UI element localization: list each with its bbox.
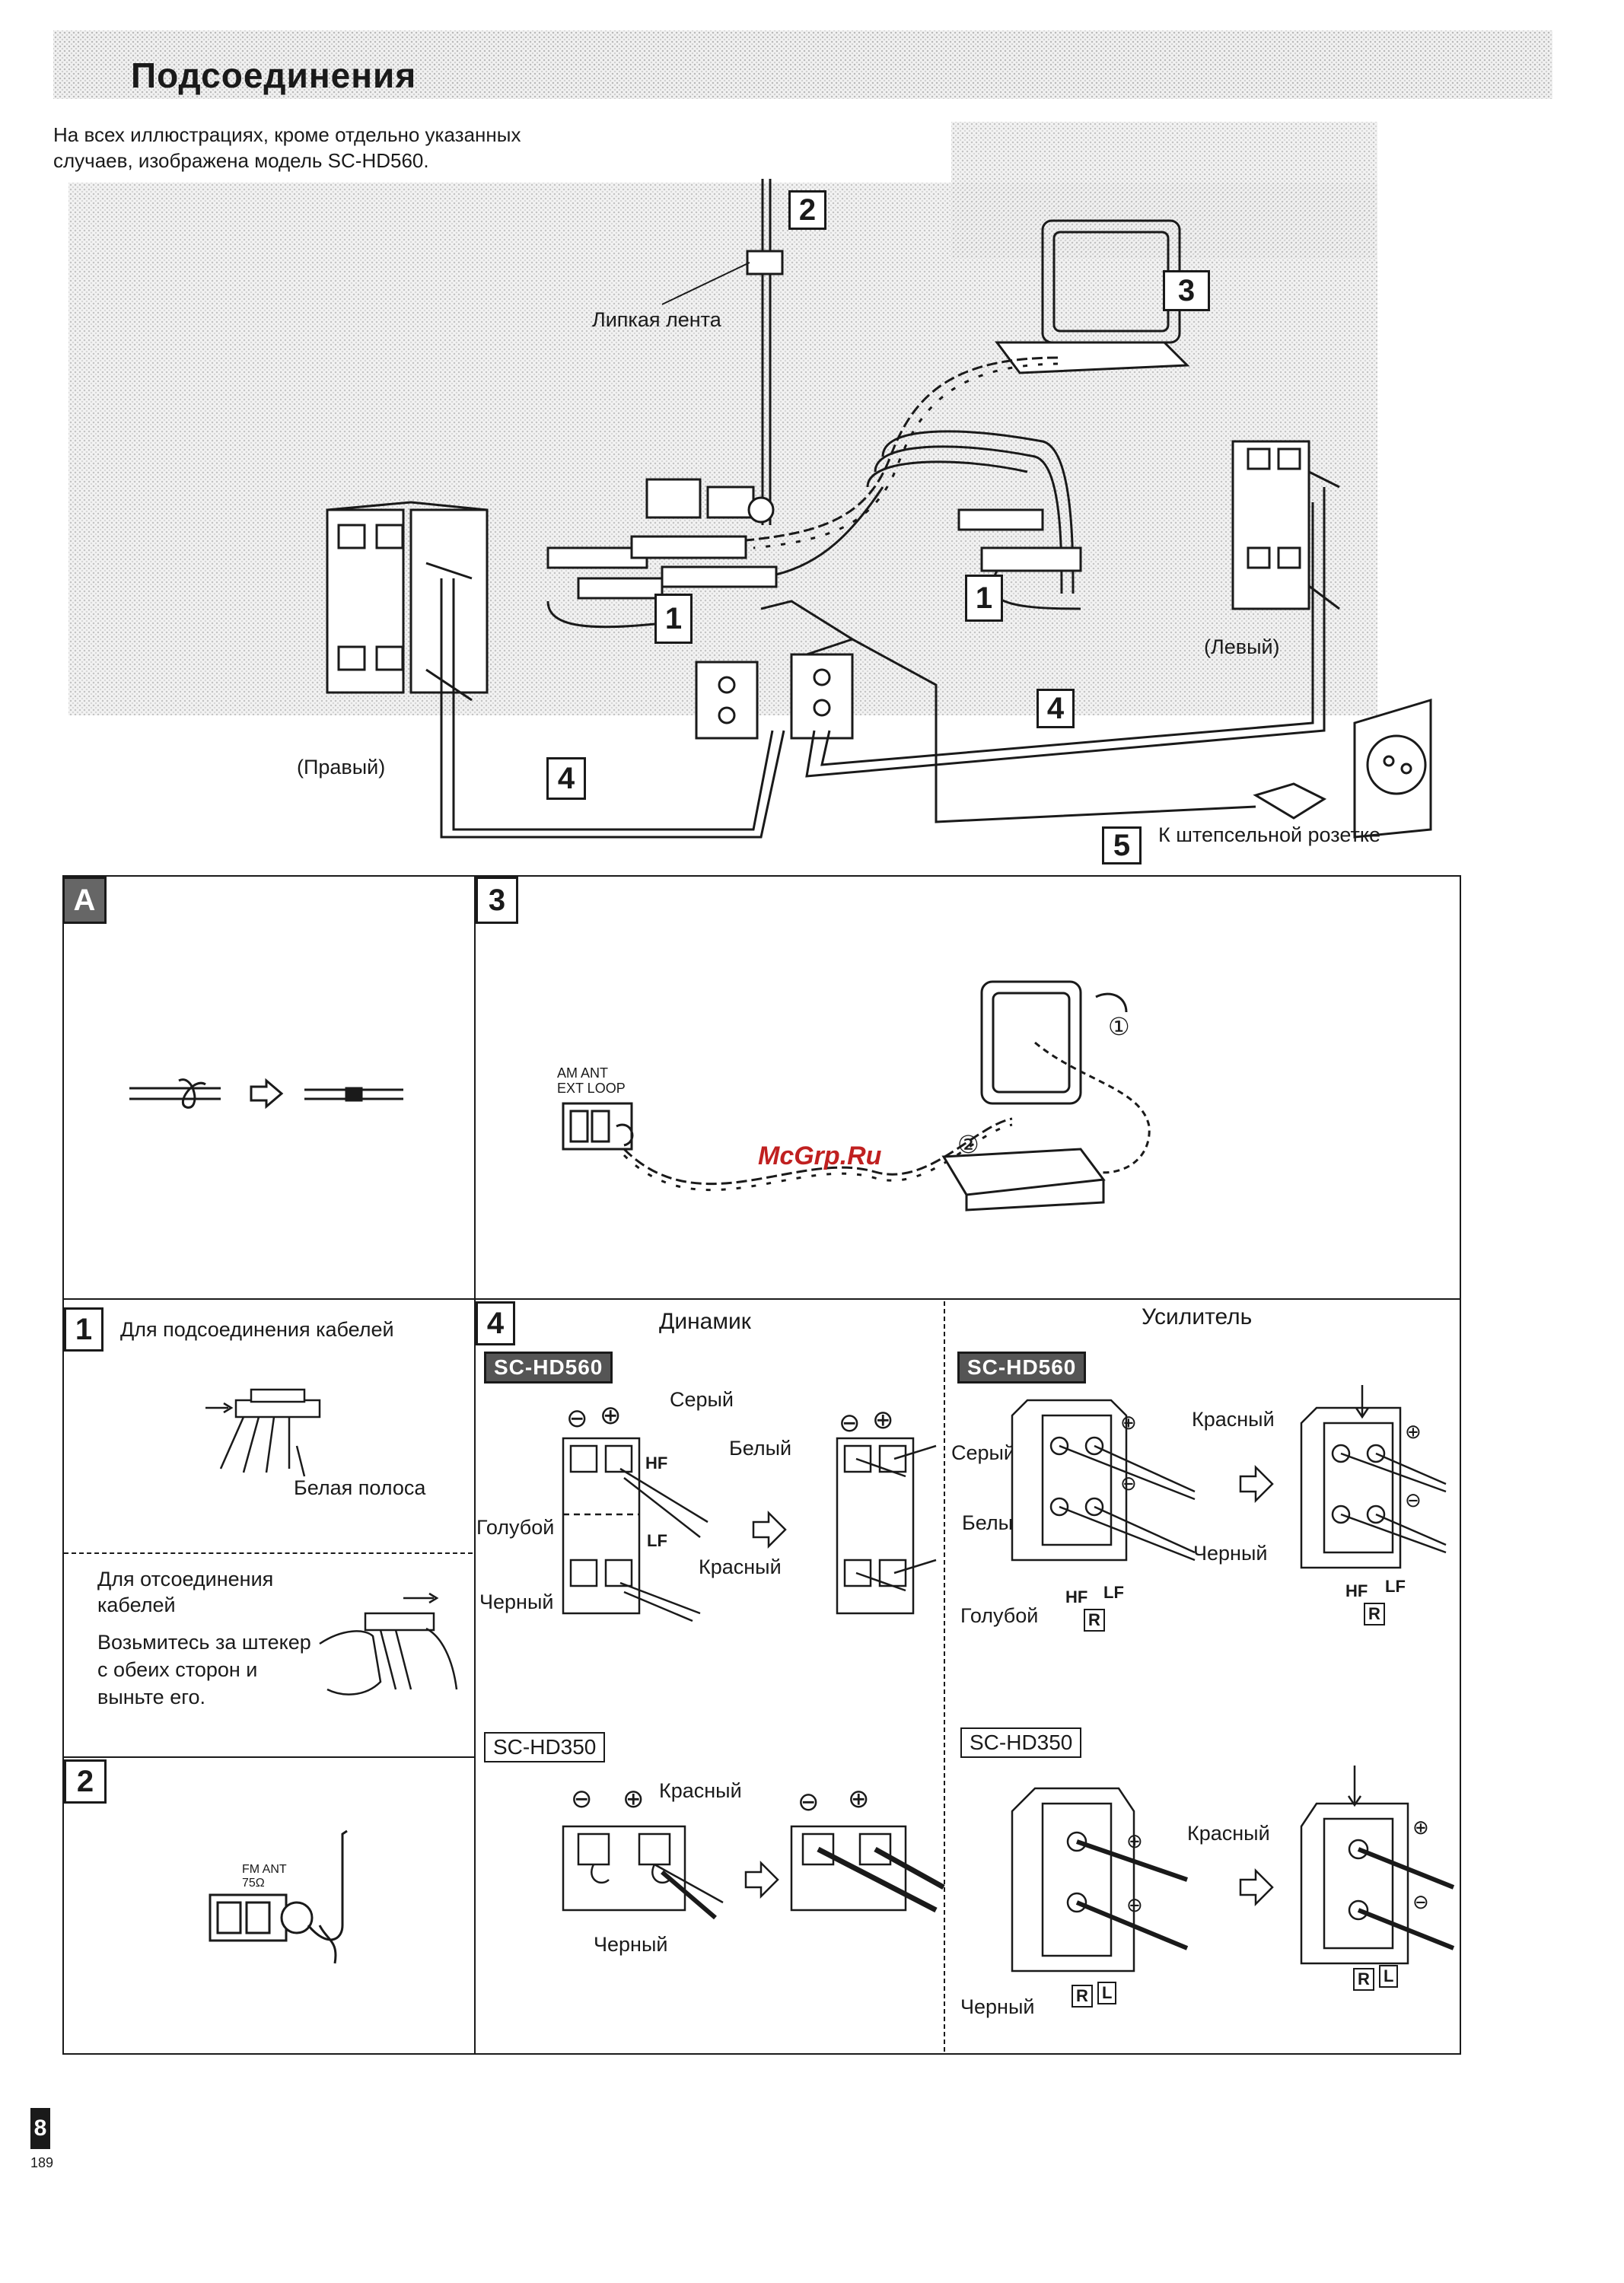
amp560-r: R: [1084, 1609, 1105, 1632]
spk560-lf: LF: [647, 1531, 667, 1550]
amp-model-560: SC-HD560: [957, 1352, 1087, 1383]
grid-bottom: [62, 2053, 1461, 2055]
spk560-blue: Голубой: [476, 1516, 555, 1539]
speaker-heading: Динамик: [659, 1309, 751, 1334]
callout-1b: 1: [965, 575, 1003, 622]
svg-text:⊖: ⊖: [1120, 1473, 1137, 1495]
panel-a-marker: A: [62, 877, 107, 924]
disconnect-title: Для отсоединения кабелей: [97, 1568, 274, 1616]
panel-a-twist-drawing: [129, 1078, 403, 1110]
page-marker: 8: [30, 2108, 50, 2149]
connect-title: Для подсоединения кабелей: [120, 1318, 394, 1341]
am-step-2: ②: [957, 1131, 979, 1158]
am-step-1: ①: [1108, 1013, 1130, 1040]
spk560-after-minus: ⊖: [839, 1409, 861, 1438]
antenna-area-background: [951, 122, 1377, 259]
amp350-after-r: R: [1353, 1968, 1374, 1991]
svg-text:⊕: ⊕: [1120, 1412, 1137, 1434]
amp-350-drawing: ⊕ ⊖ ⊕ ⊖: [1011, 1766, 1455, 1973]
svg-text:⊕: ⊕: [1412, 1817, 1429, 1839]
amp560-after-r: R: [1364, 1603, 1385, 1625]
amp560-after-hf: HF: [1345, 1581, 1368, 1600]
spk350-after-plus: ⊕: [848, 1785, 870, 1813]
spk350-minus: ⊖: [571, 1785, 593, 1813]
spk560-after-plus: ⊕: [872, 1406, 894, 1434]
amp350-red: Красный: [1187, 1822, 1270, 1845]
amp-model-350: SC-HD350: [960, 1727, 1082, 1758]
spk560-black: Черный: [479, 1590, 554, 1613]
page-number: 189: [30, 2155, 54, 2170]
page-marker-text: 8: [33, 2116, 47, 2141]
am-ant-label: AM ANT EXT LOOP: [557, 1065, 626, 1096]
svg-text:⊕: ⊕: [1126, 1830, 1143, 1853]
spk350-black: Черный: [594, 1933, 668, 1956]
header-band: [53, 30, 1552, 99]
panel-2-marker: 2: [64, 1759, 107, 1804]
grid-row2: [62, 1298, 1461, 1300]
panel-1-marker: 1: [64, 1307, 103, 1352]
disconnect-text: Возьмитесь за штекер с обеих сторон и вы…: [97, 1631, 311, 1708]
page-title: Подсоединения: [131, 56, 417, 95]
panel-3-am-loop-drawing: [562, 980, 1151, 1212]
panel-3-marker: 3: [476, 877, 518, 924]
label-tape: Липкая лента: [592, 308, 721, 331]
callout-1a: 1: [654, 594, 693, 644]
amp560-black: Черный: [1193, 1542, 1268, 1565]
svg-text:⊕: ⊕: [1405, 1421, 1422, 1444]
spk560-gray: Серый: [670, 1388, 734, 1411]
white-stripe-label: Белая полоса: [294, 1476, 426, 1499]
watermark: McGrp.Ru: [758, 1142, 882, 1170]
svg-text:⊖: ⊖: [1405, 1489, 1422, 1512]
main-diagram-drawing: [326, 179, 1432, 839]
panel1-divider: [64, 1552, 473, 1554]
amp560-after-lf: LF: [1385, 1577, 1406, 1596]
speaker-model-560: SC-HD560: [484, 1352, 613, 1383]
fm-ant-label: FM ANT 75Ω: [242, 1863, 287, 1890]
spk560-minus: ⊖: [566, 1404, 588, 1433]
amp560-red: Красный: [1192, 1408, 1275, 1431]
amp560-hf: HF: [1065, 1587, 1088, 1606]
amp-heading: Усилитель: [1142, 1304, 1253, 1329]
svg-text:⊖: ⊖: [1412, 1891, 1429, 1914]
spk560-red: Красный: [699, 1555, 782, 1578]
label-left-speaker: (Левый): [1204, 635, 1280, 658]
label-right-speaker: (Правый): [297, 756, 386, 779]
page-subtitle: На всех иллюстрациях, кроме отдельно ука…: [53, 123, 521, 172]
spk560-white: Белый: [729, 1437, 792, 1460]
grid-panel1-panel2: [62, 1756, 474, 1758]
grid-col-mid: [474, 875, 476, 2055]
main-diagram-background: [68, 183, 1377, 715]
amp350-black: Черный: [960, 1995, 1035, 2018]
svg-text:⊖: ⊖: [1126, 1894, 1143, 1917]
spk560-plus: ⊕: [600, 1401, 622, 1430]
callout-4-right: 4: [546, 757, 586, 800]
grid-top: [62, 875, 1461, 877]
speaker-560-drawing: [562, 1437, 937, 1622]
callout-3: 3: [1163, 270, 1210, 311]
panel-1-disconnect-drawing: [319, 1592, 458, 1696]
callout-4-left: 4: [1036, 689, 1075, 728]
amp560-lf: LF: [1103, 1583, 1124, 1602]
panel-2-fm-drawing: [209, 1829, 348, 1964]
label-outlet: К штепсельной розетке: [1158, 823, 1380, 846]
amp-560-drawing: ⊕ ⊖ ⊕ ⊖: [1011, 1385, 1447, 1569]
speaker-model-350: SC-HD350: [484, 1732, 606, 1762]
grid-left: [62, 875, 64, 2055]
speaker-350-drawing: [562, 1825, 945, 1920]
grid-right: [1460, 875, 1461, 2055]
spk560-hf: HF: [645, 1454, 668, 1473]
panel4-divider: [944, 1301, 945, 2052]
panel-4-marker: 4: [476, 1301, 515, 1345]
callout-2: 2: [788, 190, 826, 230]
amp560-gray: Серый: [951, 1441, 1016, 1464]
spk350-plus: ⊕: [623, 1785, 645, 1813]
spk350-after-minus: ⊖: [798, 1788, 820, 1817]
amp350-l: L: [1097, 1982, 1117, 2004]
panel-1-connect-drawing: [205, 1388, 321, 1477]
amp560-blue: Голубой: [960, 1604, 1039, 1627]
spk350-red: Красный: [659, 1779, 742, 1802]
amp350-after-l: L: [1379, 1965, 1399, 1988]
amp350-r: R: [1072, 1985, 1093, 2008]
callout-5: 5: [1102, 826, 1142, 864]
